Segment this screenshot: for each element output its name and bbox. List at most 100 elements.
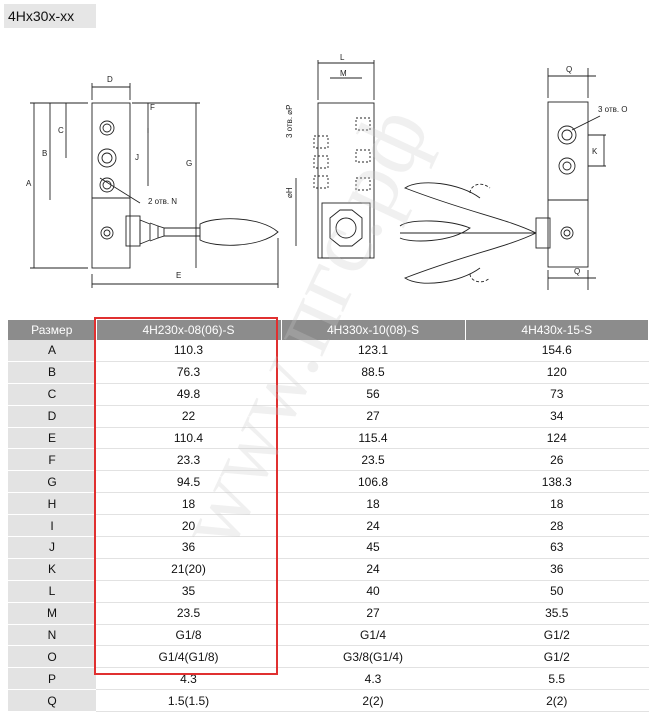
dim-label-c: C — [58, 126, 64, 135]
dim-label-f: F — [150, 103, 155, 112]
dim-label-e: E — [176, 271, 181, 280]
parameter-cell: M — [8, 602, 96, 625]
value-cell: 138.3 — [465, 470, 649, 494]
value-cell: 4.3 — [281, 667, 465, 691]
parameter-cell: I — [8, 514, 96, 538]
parameter-cell: H — [8, 492, 96, 516]
value-cell: 1.5(1.5) — [96, 689, 281, 712]
dim-label-a: A — [26, 179, 32, 188]
value-cell: G1/2 — [465, 624, 649, 647]
value-cell: 40 — [281, 580, 465, 603]
value-cell: 27 — [281, 602, 465, 625]
value-cell: G1/2 — [465, 645, 649, 669]
value-cell: 24 — [281, 514, 465, 538]
value-cell: 20 — [96, 514, 281, 538]
dim-label-g: G — [186, 159, 192, 168]
value-cell: 36 — [96, 536, 281, 559]
parameter-cell: A — [8, 340, 96, 362]
value-cell: 110.3 — [96, 340, 281, 362]
value-cell: 18 — [465, 492, 649, 516]
parameter-cell: N — [8, 624, 96, 647]
value-cell: 21(20) — [96, 558, 281, 581]
value-cell: 23.3 — [96, 448, 281, 472]
value-cell: 124 — [465, 427, 649, 450]
dim-label-l: L — [340, 53, 345, 62]
technical-drawing: D F C B A J G E 2 отв. N L M 3 отв. ⌀P ⌀… — [26, 53, 628, 290]
parameter-cell: G — [8, 470, 96, 494]
dim-label-d: D — [107, 75, 113, 84]
value-cell: 123.1 — [281, 340, 465, 362]
value-cell: 23.5 — [96, 602, 281, 625]
parameter-cell: P — [8, 667, 96, 691]
value-cell: 94.5 — [96, 470, 281, 494]
dim-label-b: B — [42, 149, 47, 158]
value-cell: 26 — [465, 448, 649, 472]
value-cell: 45 — [281, 536, 465, 559]
value-cell: 88.5 — [281, 361, 465, 384]
value-cell: 18 — [281, 492, 465, 516]
table-header-row: Размер 4H230x-08(06)-S 4H330x-10(08)-S 4… — [8, 320, 649, 340]
value-cell: G1/4 — [281, 624, 465, 647]
value-cell: 49.8 — [96, 383, 281, 406]
dim-label-m: M — [340, 69, 347, 78]
value-cell: 5.5 — [465, 667, 649, 691]
column-header: 4H230x-08(06)-S — [96, 320, 282, 340]
side-view — [295, 60, 375, 259]
parameter-cell: Q — [8, 689, 96, 712]
value-cell: 120 — [465, 361, 649, 384]
value-cell: 56 — [281, 383, 465, 406]
value-cell: 115.4 — [281, 427, 465, 450]
value-cell: 154.6 — [465, 340, 649, 362]
value-cell: 22 — [96, 405, 281, 428]
parameter-cell: J — [8, 536, 96, 559]
value-cell: 2(2) — [465, 689, 649, 712]
value-cell: 2(2) — [281, 689, 465, 712]
column-header: 4H430x-15-S — [465, 320, 649, 340]
value-cell: 50 — [465, 580, 649, 603]
value-cell: 24 — [281, 558, 465, 581]
value-cell: 73 — [465, 383, 649, 406]
value-cell: 35.5 — [465, 602, 649, 625]
dim-label-k: K — [592, 147, 598, 156]
value-cell: 23.5 — [281, 448, 465, 472]
parameter-cell: K — [8, 558, 96, 581]
value-cell: 34 — [465, 405, 649, 428]
value-cell: 27 — [281, 405, 465, 428]
parameter-cell: E — [8, 427, 96, 450]
value-cell: G1/4(G1/8) — [96, 645, 281, 669]
column-header: Размер — [8, 320, 97, 340]
note-n: 2 отв. N — [148, 197, 177, 206]
value-cell: 35 — [96, 580, 281, 603]
value-cell: 18 — [96, 492, 281, 516]
value-cell: 28 — [465, 514, 649, 538]
value-cell: 4.3 — [96, 667, 281, 691]
right-view — [399, 68, 606, 290]
note-o: 3 отв. O — [598, 105, 628, 114]
dimensions-table: Размер 4H230x-08(06)-S 4H330x-10(08)-S 4… — [8, 320, 649, 712]
value-cell: 36 — [465, 558, 649, 581]
note-p: 3 отв. ⌀P — [285, 105, 294, 138]
dim-label-j: J — [135, 153, 139, 162]
page-title: 4Hx30x-xx — [4, 4, 96, 28]
dim-label-q-bottom: Q — [574, 267, 580, 276]
value-cell: 106.8 — [281, 470, 465, 494]
parameter-cell: F — [8, 448, 96, 472]
front-view — [30, 83, 279, 288]
parameter-cell: D — [8, 405, 96, 428]
value-cell: 76.3 — [96, 361, 281, 384]
